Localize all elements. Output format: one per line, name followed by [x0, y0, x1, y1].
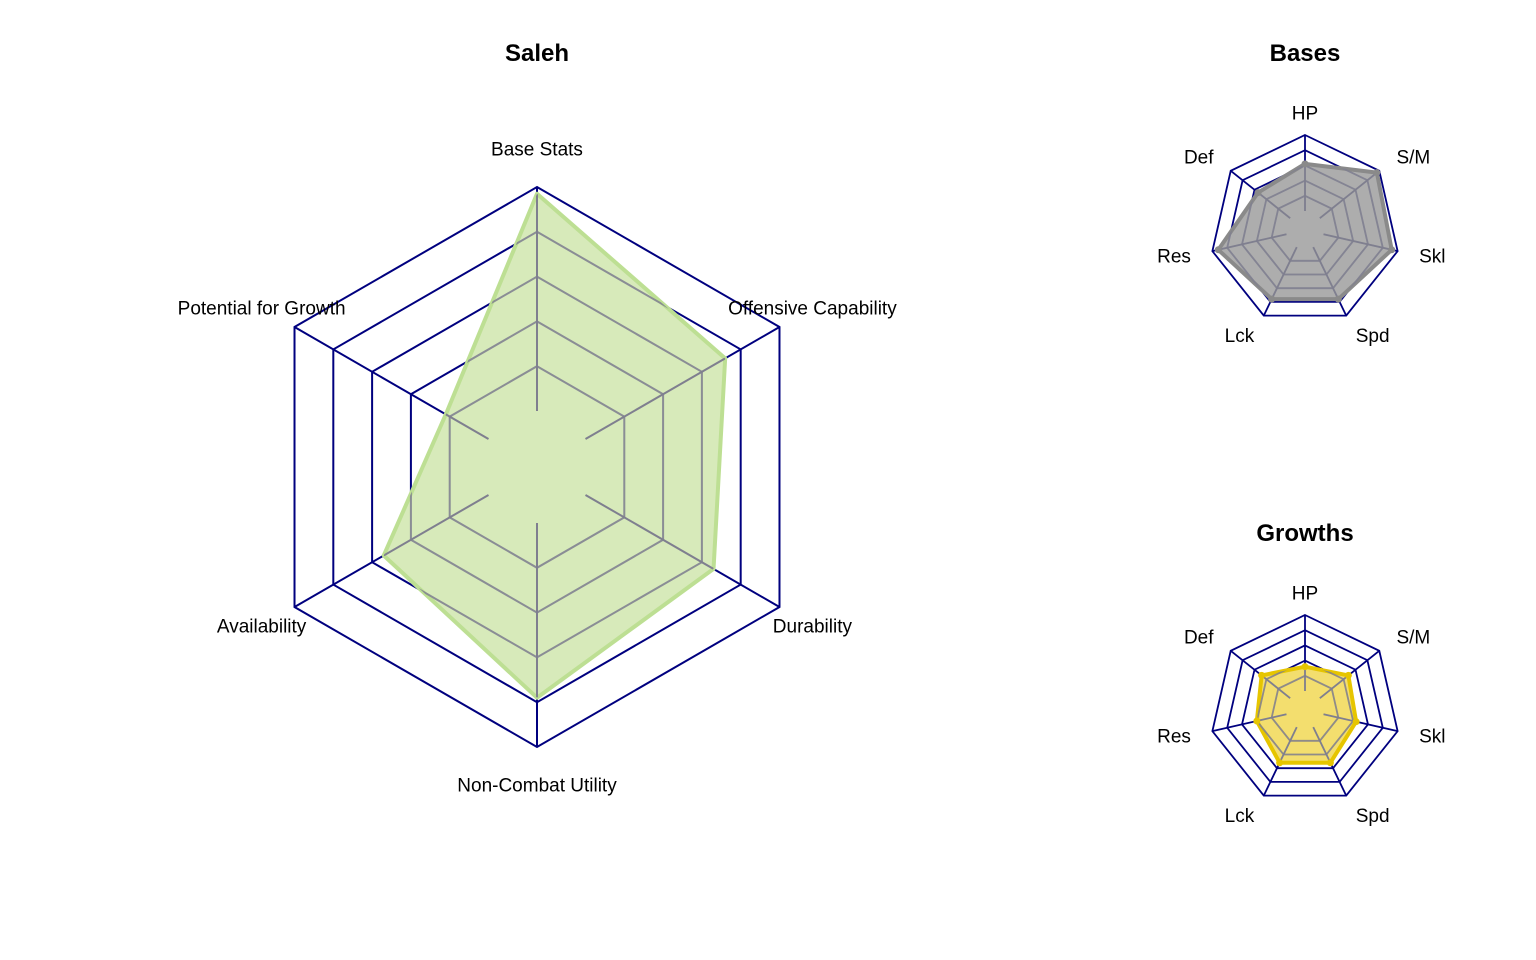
axis-label-potential-for-growth: Potential for Growth [178, 299, 346, 320]
axis-label-spd: Spd [1356, 806, 1390, 827]
inner-spoke-skl [1323, 233, 1392, 253]
grid-ring-5 [1211, 614, 1399, 797]
data-point-spd [1326, 759, 1334, 767]
inner-spoke-spd [1312, 246, 1348, 300]
data-point-hp [1301, 663, 1309, 671]
axis-label-non-combat-utility: Non-Combat Utility [457, 776, 617, 797]
axis-label-lck: Lck [1225, 326, 1255, 347]
axis-label-spd: Spd [1356, 326, 1390, 347]
inner-ring-1 [1270, 674, 1340, 742]
data-point-res [1253, 717, 1261, 725]
chart-title-bases: Bases [1270, 40, 1341, 67]
axis-label-skl: Skl [1419, 727, 1445, 748]
data-point-res [1214, 246, 1222, 254]
grid-ring-4 [1226, 629, 1384, 783]
axis-label-def: Def [1184, 628, 1214, 649]
inner-spoke-offensive-capability [584, 326, 726, 440]
inner-spoke-skl [1323, 713, 1357, 733]
data-point-lck [1268, 295, 1276, 303]
grid-ring-5 [1211, 134, 1399, 317]
axis-label-hp: HP [1292, 584, 1318, 605]
grid-ring-3 [1241, 644, 1369, 770]
data-point-def [1254, 189, 1262, 197]
chart-title-saleh: Saleh [505, 40, 569, 67]
inner-spoke-availability [383, 494, 490, 608]
axis-label-skl: Skl [1419, 247, 1445, 268]
axis-label-availability: Availability [217, 617, 307, 638]
inner-ring-2 [1255, 179, 1355, 276]
axis-label-hp: HP [1292, 104, 1318, 125]
inner-ring-1 [1270, 194, 1340, 262]
data-point-def [1258, 671, 1266, 679]
data-point-hp [1301, 160, 1309, 168]
inner-spoke-durability [584, 494, 726, 608]
axis-label-durability: Durability [773, 617, 853, 638]
axis-label-offensive-capability: Offensive Capability [728, 299, 897, 320]
axis-label-s-m: S/M [1396, 148, 1430, 169]
inner-ring-2 [1256, 666, 1355, 756]
data-point-s-m [1344, 671, 1352, 679]
inner-spoke-res [1218, 233, 1287, 253]
chart-title-growths: Growths [1256, 520, 1353, 547]
axis-label-res: Res [1157, 727, 1191, 748]
inner-spoke-res [1256, 713, 1287, 733]
axis-label-lck: Lck [1225, 806, 1255, 827]
inner-spoke-s-m [1319, 170, 1380, 219]
inner-spoke-lck [1262, 246, 1298, 300]
data-point-lck [1276, 759, 1284, 767]
axis-label-def: Def [1184, 148, 1214, 169]
data-point-spd [1334, 295, 1342, 303]
axis-label-base-stats: Base Stats [491, 140, 583, 161]
axis-label-s-m: S/M [1396, 628, 1430, 649]
data-point-skl [1388, 246, 1396, 254]
data-point-skl [1352, 718, 1360, 726]
axis-label-res: Res [1157, 247, 1191, 268]
data-point-s-m [1373, 169, 1381, 177]
